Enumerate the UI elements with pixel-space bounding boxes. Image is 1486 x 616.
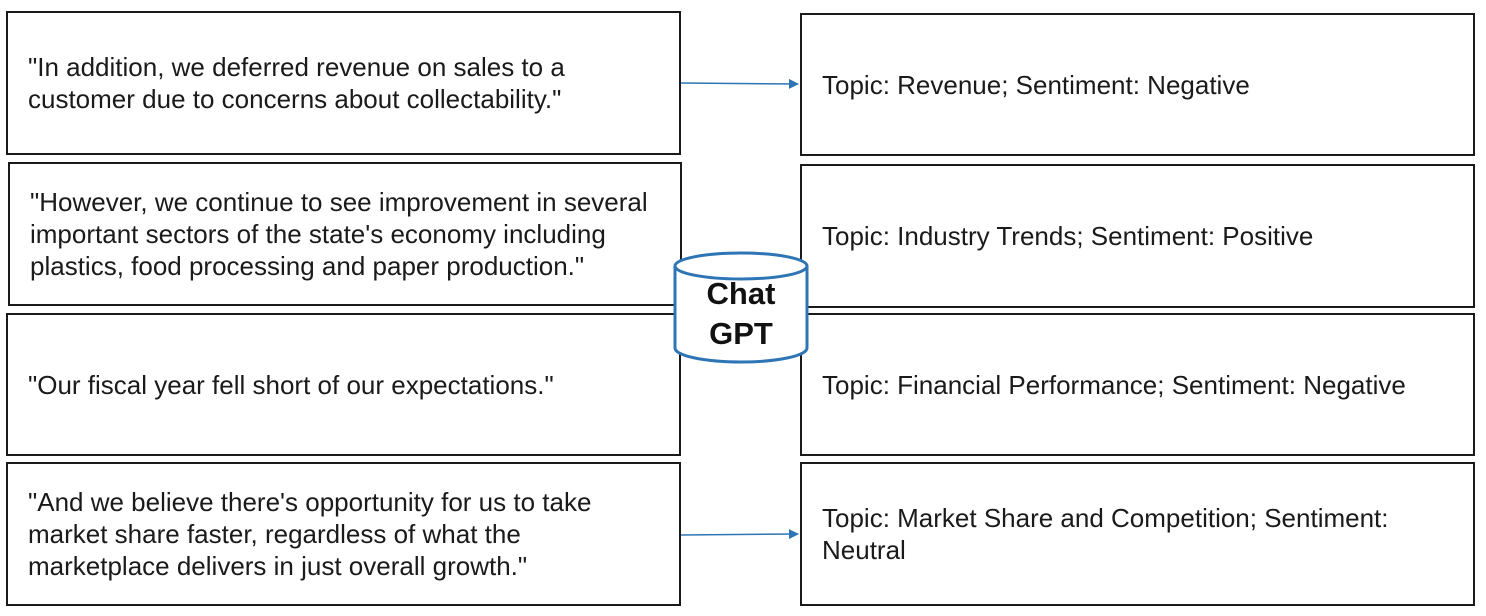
output-box-2: Topic: Industry Trends; Sentiment: Posit… [800, 164, 1475, 308]
output-text-3: Topic: Financial Performance; Sentiment:… [822, 369, 1406, 400]
input-box-1: "In addition, we deferred revenue on sal… [6, 11, 681, 155]
input-text-4: "And we believe there's opportunity for … [28, 487, 592, 581]
model-cylinder-icon [673, 251, 809, 364]
input-text-2: "However, we continue to see improvement… [30, 187, 648, 281]
output-text-1: Topic: Revenue; Sentiment: Negative [822, 69, 1250, 100]
input-box-2: "However, we continue to see improvement… [8, 162, 682, 306]
input-box-3: "Our fiscal year fell short of our expec… [6, 313, 681, 456]
input-text-3: "Our fiscal year fell short of our expec… [28, 369, 554, 400]
input-box-4: "And we believe there's opportunity for … [6, 462, 681, 606]
output-box-4: Topic: Market Share and Competition; Sen… [800, 462, 1475, 606]
output-box-3: Topic: Financial Performance; Sentiment:… [800, 313, 1475, 456]
model-label-line1: Chat [706, 276, 776, 311]
arrow-row-1 [680, 78, 799, 89]
arrow-row-4 [680, 529, 799, 540]
output-text-2: Topic: Industry Trends; Sentiment: Posit… [822, 221, 1314, 251]
output-box-1: Topic: Revenue; Sentiment: Negative [800, 13, 1475, 156]
input-text-1: "In addition, we deferred revenue on sal… [28, 52, 565, 114]
model-label-line2: GPT [709, 316, 773, 351]
output-text-4: Topic: Market Share and Competition; Sen… [822, 503, 1389, 565]
